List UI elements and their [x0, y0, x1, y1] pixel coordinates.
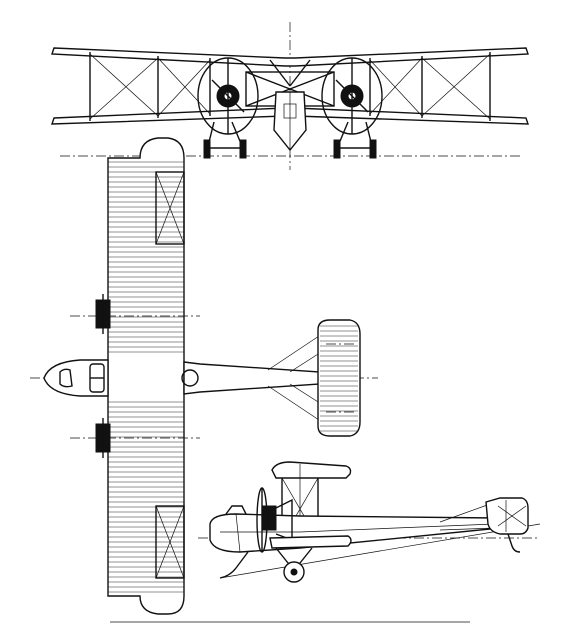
side-upper-wing [271, 461, 352, 479]
top-rear-fuselage [183, 361, 321, 395]
front-left-landing-gear [203, 121, 247, 159]
top-tailplane [317, 319, 361, 437]
front-right-bracing-wires [369, 53, 491, 120]
front-view [51, 22, 529, 170]
side-nose-skid [219, 551, 249, 579]
side-lower-wing [269, 535, 352, 549]
side-fuselage [209, 513, 501, 553]
front-left-engine [211, 58, 245, 134]
front-right-landing-gear [333, 121, 377, 159]
front-upper-wing [51, 47, 529, 67]
top-cockpit-openings [59, 363, 105, 393]
top-gunner-ring [181, 369, 199, 387]
top-tailplane-ribs [320, 325, 358, 432]
side-landing-gear [219, 547, 313, 583]
top-lower-engine [70, 418, 200, 458]
front-left-bracing-wires [89, 53, 211, 120]
side-view [198, 461, 541, 583]
front-right-interplane-struts [369, 52, 491, 121]
side-tail-bracing [439, 503, 497, 531]
top-elevator-hinge-lines [326, 343, 356, 413]
front-right-engine [335, 58, 369, 134]
side-tail-fin [485, 497, 529, 535]
side-tail-skid [507, 533, 521, 553]
front-left-interplane-struts [89, 52, 211, 121]
side-nose-gun-ring [225, 505, 247, 515]
top-ailerons [155, 171, 185, 579]
top-wing-planform [107, 137, 185, 615]
top-fuselage-nose [43, 359, 109, 397]
top-wing-ribs [108, 161, 184, 593]
top-upper-engine [70, 294, 200, 334]
side-ground-line [219, 523, 541, 579]
top-view [30, 137, 378, 615]
